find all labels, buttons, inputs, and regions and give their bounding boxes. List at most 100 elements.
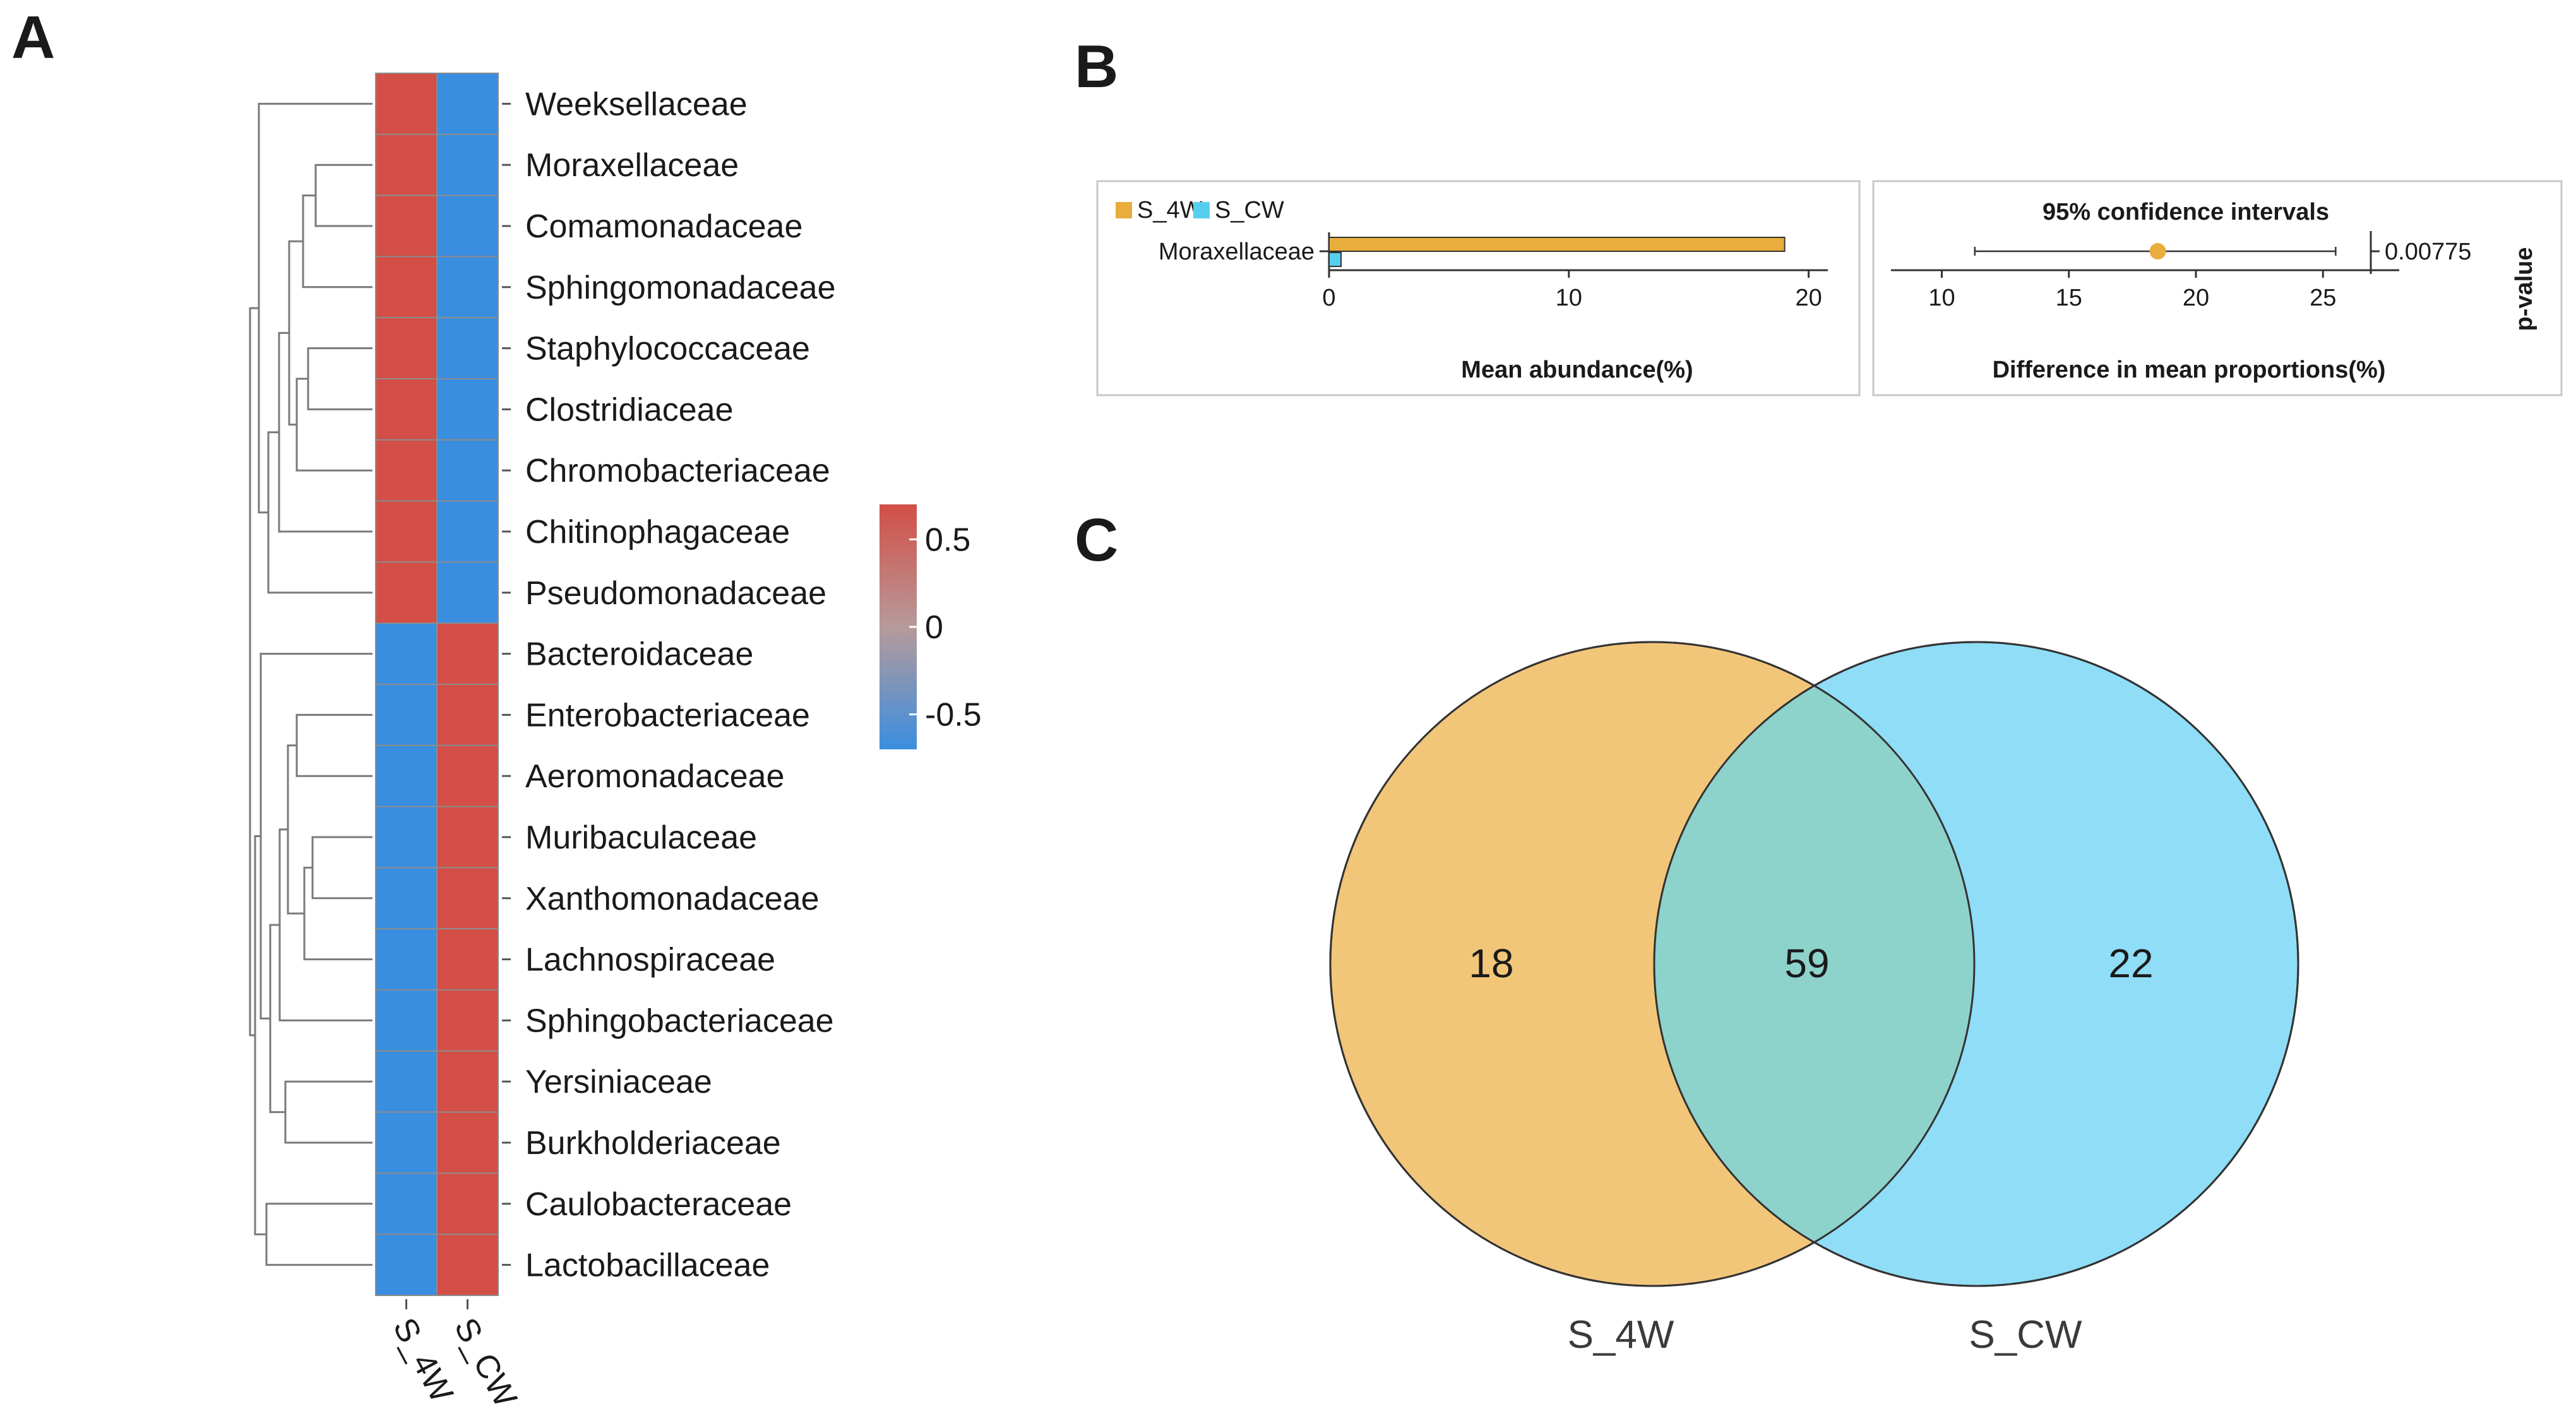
dendrogram-branch	[269, 924, 285, 1114]
row-label: Caulobacteraceae	[525, 1186, 792, 1223]
dendrogram-branch	[311, 836, 373, 900]
legend-tick-label: 0.5	[925, 521, 970, 558]
dendrogram-branch	[265, 1203, 373, 1266]
row-dendrogram	[249, 102, 373, 1266]
heatmap-cell	[436, 317, 499, 380]
row-label: Chromobacteriaceae	[525, 453, 830, 489]
heatmap-cell	[375, 989, 438, 1052]
heatmap-cell	[375, 1234, 438, 1296]
row-label: Burkholderiaceae	[525, 1125, 781, 1162]
heatmap-panel: A WeeksellaceaeMoraxellaceaeComamonadace…	[11, 4, 982, 1413]
row-label: Pseudomonadaceae	[525, 575, 826, 612]
heatmap-cell	[375, 806, 438, 869]
column-label: S_CW	[447, 1312, 524, 1413]
heatmap-cell	[436, 684, 499, 746]
venn-count-scw: 22	[2108, 941, 2153, 986]
row-label: Chitinophagaceae	[525, 514, 790, 550]
dendrogram-branch	[278, 828, 373, 1021]
row-label: Muribaculaceae	[525, 819, 757, 856]
dendrogram-branch	[278, 331, 373, 533]
heatmap-cell	[436, 378, 499, 441]
legend-label-s4w: S_4W	[1137, 197, 1203, 223]
pvalue-value: 0.00775	[2385, 239, 2471, 265]
venn-outline-s4w	[1329, 641, 1976, 1287]
ci-x-tick-label: 15	[2056, 285, 2082, 311]
heatmap-cell	[436, 744, 499, 807]
heatmap-cell	[436, 622, 499, 686]
heatmap-cell	[375, 439, 438, 502]
legend-swatch-scw	[1193, 202, 1210, 218]
heatmap-cell	[436, 439, 499, 502]
row-label: Clostridiaceae	[525, 391, 734, 428]
row-label: Enterobacteriaceae	[525, 697, 810, 734]
row-label: Lactobacillaceae	[525, 1247, 770, 1284]
heatmap-cell	[436, 867, 499, 930]
panel-label-a: A	[11, 4, 55, 71]
venn-outline-scw	[1653, 641, 2299, 1287]
column-label: S_4W	[386, 1312, 460, 1408]
heatmap-cell	[436, 1050, 499, 1113]
heatmap-cell	[375, 133, 438, 196]
abundance-frame	[1096, 180, 1861, 396]
legend-tick-label: -0.5	[925, 697, 982, 734]
dendrogram-branch	[295, 713, 373, 777]
heatmap-cell	[436, 1111, 499, 1174]
row-label: Aeromonadaceae	[525, 758, 785, 795]
heatmap-cell	[375, 378, 438, 441]
color-scale-legend: 0.50-0.5	[880, 504, 982, 749]
heatmap-cell	[436, 194, 499, 258]
ci-x-tick-label: 20	[2183, 285, 2209, 311]
row-label: Lachnospiraceae	[525, 942, 775, 979]
row-label: Sphingobacteriaceae	[525, 1003, 834, 1039]
heatmap-cell	[375, 1111, 438, 1174]
heatmap-cells	[375, 73, 499, 1296]
dendrogram-branch	[284, 1080, 373, 1144]
heatmap-cell	[436, 133, 499, 196]
x-tick-label: 10	[1556, 285, 1582, 311]
heatmap-cell	[436, 561, 499, 624]
heatmap-cell	[375, 317, 438, 380]
dendrogram-branch	[267, 431, 373, 594]
bar-category-label: Moraxellaceae	[1159, 239, 1315, 265]
row-labels: WeeksellaceaeMoraxellaceaeComamonadaceae…	[525, 86, 836, 1283]
heatmap-cell	[375, 867, 438, 930]
heatmap-cell	[375, 1172, 438, 1235]
dendrogram-branch	[303, 866, 373, 961]
abundance-axis-title: Mean abundance(%)	[1461, 357, 1693, 383]
ci-title: 95% confidence intervals	[2042, 199, 2329, 225]
heatmap-cell	[436, 73, 499, 135]
row-label: Moraxellaceae	[525, 147, 739, 184]
heatmap-cell	[436, 256, 499, 319]
dendrogram-branch	[259, 653, 373, 1020]
abundance-bar	[1328, 252, 1342, 267]
legend-swatch-s4w	[1116, 202, 1132, 218]
heatmap-cell	[436, 500, 499, 563]
heatmap-cell	[436, 989, 499, 1052]
ci-point-estimate	[2149, 243, 2166, 259]
heatmap-cell	[375, 744, 438, 807]
heatmap-cell	[375, 73, 438, 135]
dendrogram-branch	[249, 307, 259, 1037]
heatmap-cell	[375, 500, 438, 563]
heatmap-cell	[375, 928, 438, 991]
heatmap-cell	[375, 194, 438, 258]
heatmap-cell	[436, 806, 499, 869]
dendrogram-branch	[302, 194, 373, 289]
dendrogram-branch	[307, 347, 373, 410]
heatmap-cell	[375, 684, 438, 746]
venn-label-s4w: S_4W	[1568, 1313, 1674, 1357]
row-label: Sphingomonadaceae	[525, 270, 836, 306]
row-label: Xanthomonadaceae	[525, 881, 820, 917]
abundance-bar	[1328, 237, 1786, 252]
legend-label-scw: S_CW	[1215, 197, 1284, 223]
ci-x-tick-label: 25	[2310, 285, 2336, 311]
heatmap-cell	[375, 1050, 438, 1113]
row-tick-marks	[405, 102, 511, 1309]
column-labels: S_4WS_CW	[386, 1312, 524, 1413]
row-label: Bacteroidaceae	[525, 636, 753, 673]
heatmap-cell	[375, 622, 438, 686]
